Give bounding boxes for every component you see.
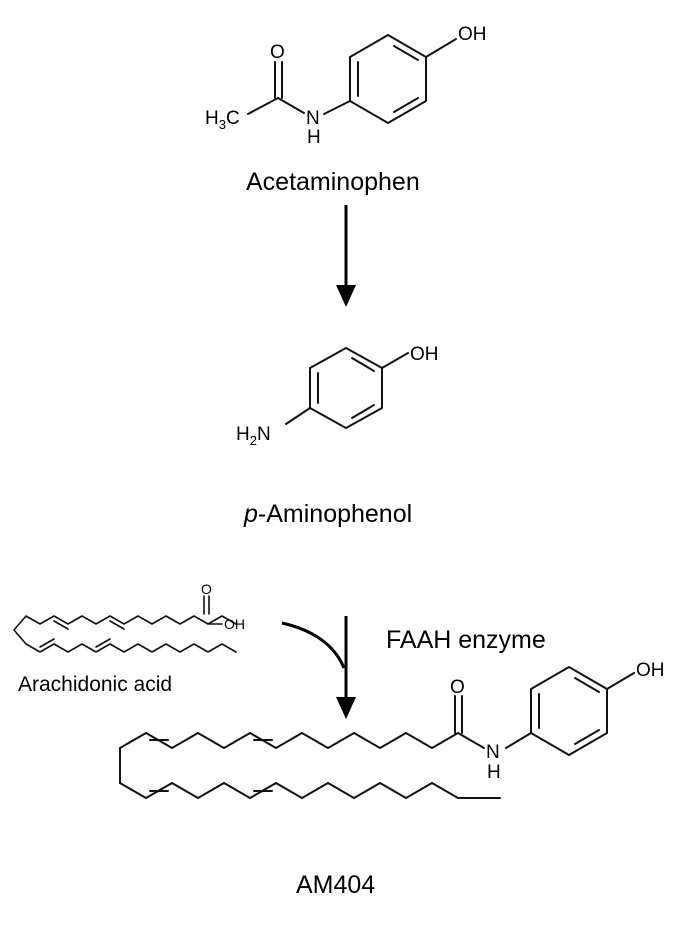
aminophenol-name: p-Aminophenol — [243, 500, 412, 528]
am404-cn-bond — [457, 732, 485, 749]
acetaminophen-nh-label: H — [307, 127, 321, 148]
acetaminophen-structure: OH N H O H3C — [205, 24, 487, 148]
aminophenol-h2n-label: H2N — [236, 424, 271, 448]
am404-nh-label: H — [487, 762, 501, 783]
am404-structure: OH N H O — [119, 660, 665, 799]
am404-oh-bond — [606, 672, 635, 690]
aminophenol-oh-label: OH — [410, 344, 439, 365]
acetaminophen-cn-bond — [277, 97, 305, 114]
arachidonic-acid-structure: O OH — [13, 581, 245, 653]
am404-n-ring-bond — [505, 732, 532, 749]
arachidonic-acid-name: Arachidonic acid — [18, 673, 172, 696]
aminophenol-structure: OH H2N — [236, 344, 439, 448]
incoming-curved-arrow — [281, 621, 346, 669]
arachidonic-oh-label: OH — [224, 616, 245, 632]
conversion-arrow-1 — [336, 205, 356, 307]
acetaminophen-n-label: N — [306, 108, 320, 129]
acetaminophen-name: Acetaminophen — [246, 168, 420, 196]
am404-o-label: O — [450, 677, 465, 698]
conversion-arrow-2 — [336, 616, 356, 719]
am404-benzene-ring — [530, 666, 608, 756]
acetaminophen-oh-label: OH — [458, 24, 487, 45]
aminophenol-benzene-ring — [309, 347, 383, 429]
am404-name: AM404 — [296, 871, 375, 899]
arachidonic-o-label: O — [201, 581, 212, 597]
acetaminophen-h3c-label: H3C — [205, 108, 240, 132]
acetaminophen-benzene-ring — [349, 34, 427, 124]
faah-enzyme-label: FAAH enzyme — [386, 626, 546, 654]
acetaminophen-oh-bond — [425, 38, 457, 58]
am404-n-label: N — [486, 742, 500, 763]
acetaminophen-ch3-bond — [247, 97, 279, 115]
am404-oh-label: OH — [636, 660, 665, 681]
acetaminophen-o-label: O — [270, 42, 285, 63]
acetaminophen-n-ring-bond — [323, 100, 351, 115]
aminophenol-nh2-bond — [285, 407, 311, 425]
aminophenol-oh-bond — [381, 352, 409, 369]
